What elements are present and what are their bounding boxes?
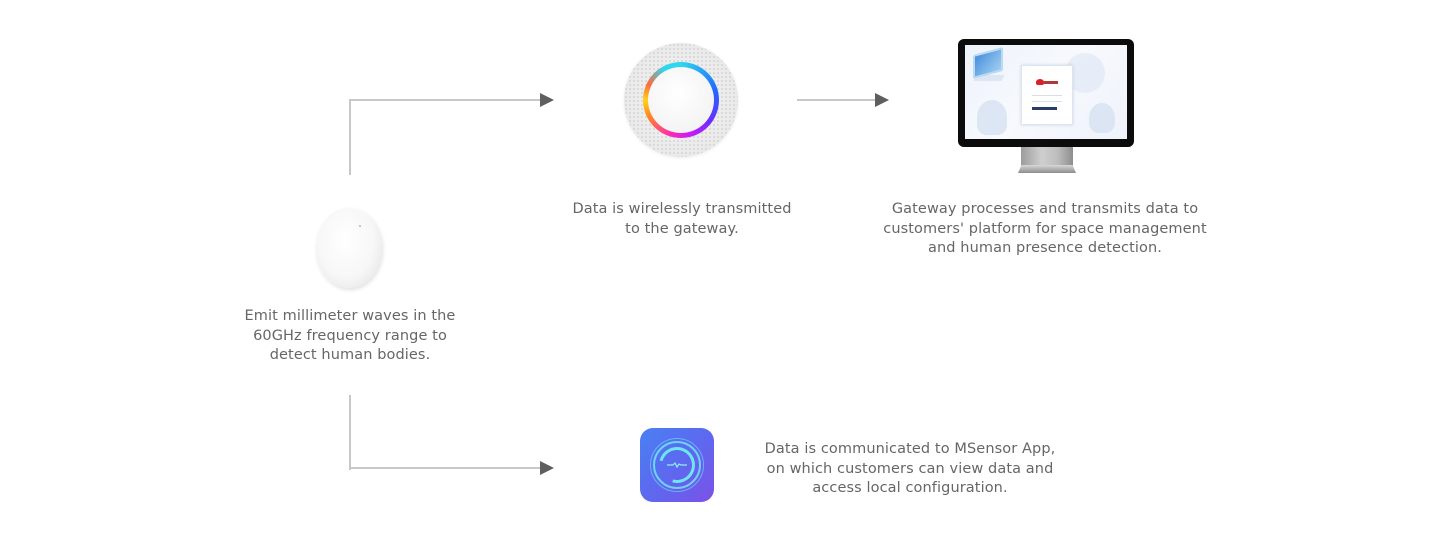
waveform-icon — [667, 462, 687, 468]
monitor-screen — [965, 45, 1127, 139]
brand-logo-text — [1044, 81, 1058, 84]
login-card — [1021, 65, 1073, 125]
caption-line: customers' platform for space management — [883, 220, 1207, 237]
login-username-field — [1032, 95, 1062, 96]
app-caption: Data is communicated to MSensor App, on … — [735, 440, 1085, 499]
arrowhead-to-platform-icon — [875, 93, 889, 107]
monitor-platform-icon — [958, 39, 1134, 147]
sensor-caption: Emit millimeter waves in the 60GHz frequ… — [220, 307, 480, 366]
caption-line: Data is wirelessly transmitted — [572, 201, 792, 217]
caption-line: on which customers can view data and — [766, 460, 1054, 477]
arrowhead-to-app-icon — [540, 461, 554, 475]
caption-line: and human presence detection. — [927, 240, 1162, 256]
platform-caption: Gateway processes and transmits data to … — [855, 200, 1235, 259]
sensor-indicator-dot — [359, 225, 361, 227]
caption-line: Data is communicated to MSensor App, — [764, 441, 1056, 457]
sensor-device-icon — [316, 208, 382, 288]
arrowhead-to-gateway-icon — [540, 93, 554, 107]
screen-decoration — [1089, 103, 1115, 133]
caption-line: Gateway processes and transmits data to — [891, 201, 1199, 217]
app-ring-middle — [653, 441, 701, 489]
login-button — [1032, 107, 1057, 110]
connector-vertical-bottom — [349, 395, 351, 470]
caption-line: access local configuration. — [812, 480, 1008, 496]
gateway-caption: Data is wirelessly transmitted to the ga… — [540, 200, 824, 239]
gateway-device-icon — [624, 43, 738, 157]
connector-horizontal-mid — [797, 99, 877, 101]
connector-vertical-top — [349, 99, 351, 175]
caption-line: to the gateway. — [625, 220, 739, 237]
gateway-center-cap — [648, 67, 714, 133]
connector-horizontal-top — [349, 99, 543, 101]
app-ring-outer — [650, 438, 704, 492]
screen-decoration — [977, 100, 1007, 135]
connector-horizontal-bottom — [349, 467, 543, 469]
caption-line: Emit millimeter waves in the — [244, 308, 456, 324]
login-password-field — [1032, 101, 1062, 102]
msensor-app-icon — [640, 428, 714, 502]
caption-line: 60GHz frequency range to — [253, 327, 447, 344]
caption-line: detect human bodies. — [269, 347, 431, 363]
monitor-stand-base — [1018, 165, 1076, 173]
monitor-stand-neck — [1021, 147, 1073, 167]
brand-logo-icon — [1036, 79, 1044, 85]
